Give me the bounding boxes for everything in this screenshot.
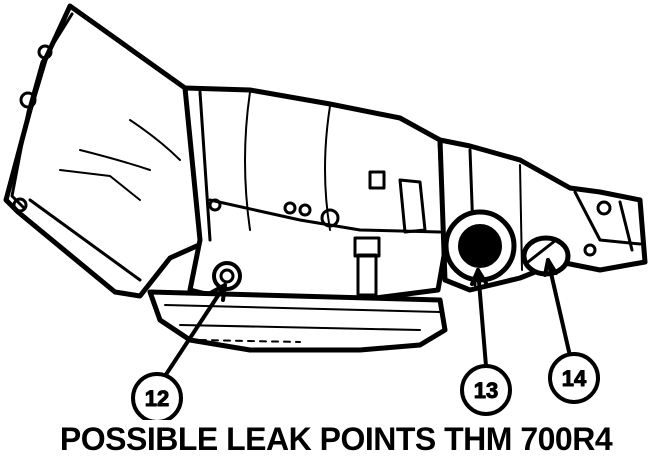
bell-housing <box>3 3 213 299</box>
leader-line-13 <box>476 268 488 368</box>
transmission-case <box>182 85 448 303</box>
diagram-caption: POSSIBLE LEAK POINTS THM 700R4 <box>59 421 613 457</box>
leader-lines <box>163 258 572 378</box>
leak-point-13-cover <box>443 209 517 283</box>
callout-13-label: 13 <box>474 378 498 403</box>
oil-pan <box>147 289 448 353</box>
leader-line-12 <box>163 283 227 378</box>
leader-line-14 <box>546 258 572 358</box>
callout-13: 13 <box>460 364 512 416</box>
callout-14: 14 <box>548 352 600 404</box>
callout-14-label: 14 <box>562 366 587 391</box>
transmission-diagram: 12 13 14 <box>3 3 648 420</box>
leak-point-12-plug <box>212 261 242 291</box>
leak-point-14-seal <box>521 235 571 277</box>
callout-12-label: 12 <box>145 386 169 411</box>
callout-12: 12 <box>131 372 183 420</box>
